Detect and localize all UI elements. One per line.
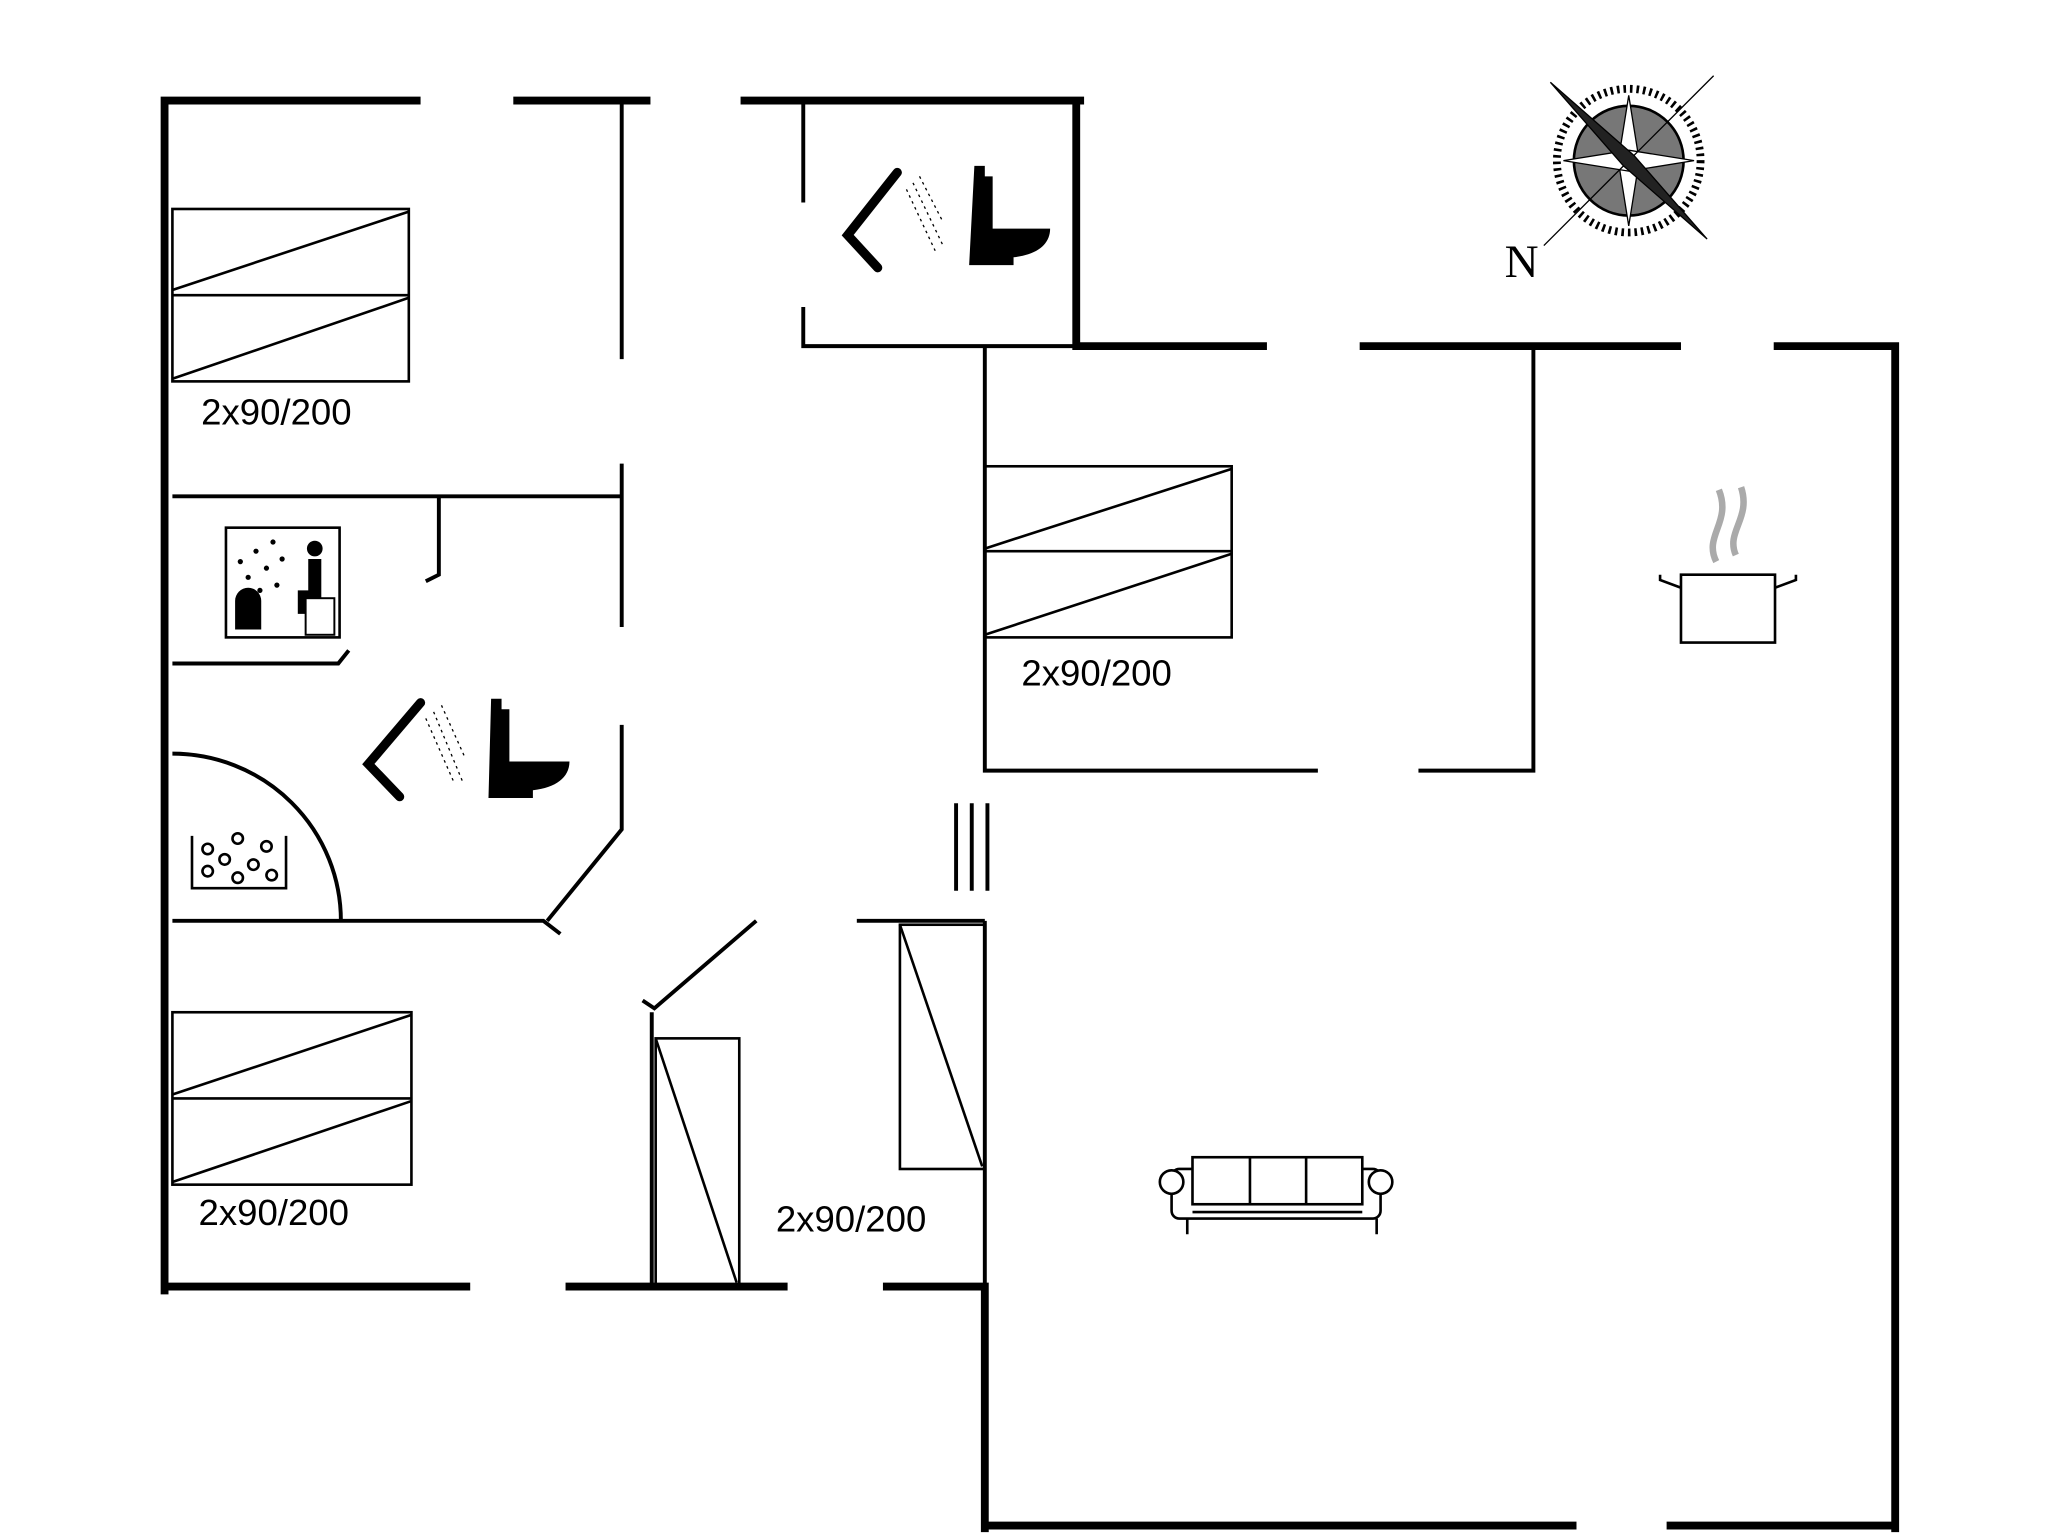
bed-icon: [171, 207, 1233, 1186]
whirlpool-icon: [190, 831, 288, 890]
sofa-icon: [1158, 1155, 1394, 1235]
sauna-icon: [224, 526, 341, 639]
interior-walls: [172, 100, 1536, 1287]
bed-size-label: 2x90/200: [776, 1199, 926, 1240]
bed-size-label: 2x90/200: [199, 1192, 349, 1233]
toilet-icon: [969, 165, 1051, 266]
north-label: N: [1505, 236, 1539, 288]
cooking-pot-icon: [1658, 486, 1798, 644]
bed-size-label: 2x90/200: [201, 391, 351, 432]
shower-icon: [841, 167, 944, 273]
shower-icon: [362, 698, 466, 802]
wardrobes: [654, 923, 987, 1288]
exterior-walls: [160, 96, 1900, 1533]
compass-icon: [1543, 75, 1715, 247]
bed-size-label: 2x90/200: [1021, 653, 1171, 694]
toilet-icon: [488, 698, 570, 799]
